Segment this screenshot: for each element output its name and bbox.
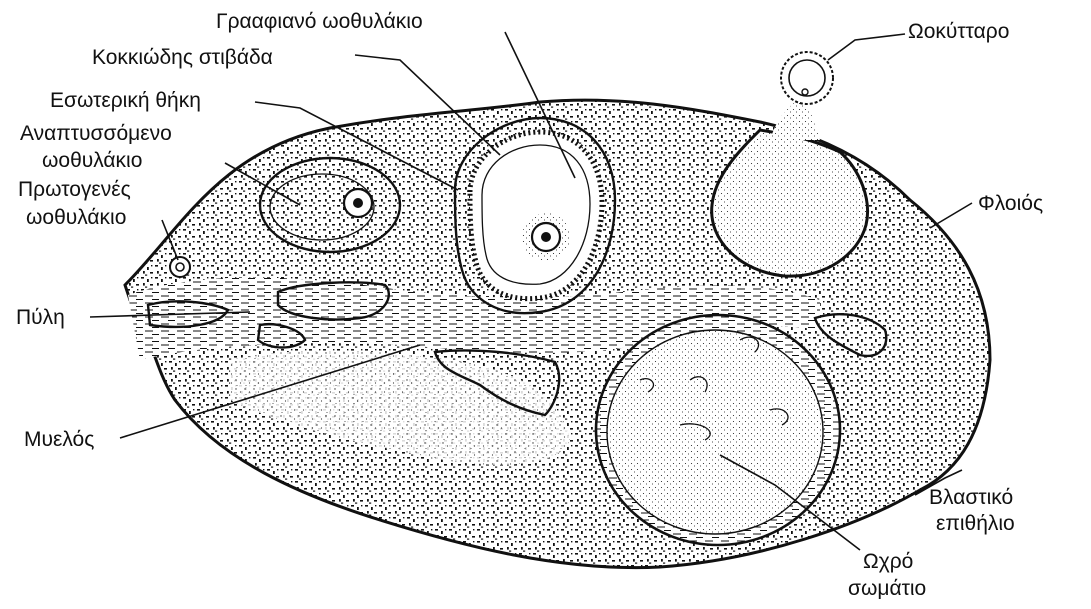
label-corpus-luteum-1: Ωχρό <box>863 550 913 573</box>
graafian-oocyte-nucleus <box>541 232 551 242</box>
label-theca-interna: Εσωτερική θήκη <box>50 89 201 112</box>
label-cortex: Φλοιός <box>978 192 1043 215</box>
primordial-follicle <box>170 257 190 277</box>
label-germinal-epithelium-2: επιθήλιο <box>936 512 1015 535</box>
label-primordial-follicle-1: Πρωτογενές <box>18 178 131 201</box>
ovulation-stream <box>770 102 820 140</box>
label-developing-follicle-1: Αναπτυσσόμενο <box>20 122 172 145</box>
label-developing-follicle-2: ωοθυλάκιο <box>42 149 142 172</box>
label-corpus-luteum-2: σωμάτιο <box>848 577 926 600</box>
label-granulosa: Κοκκιώδης στιβάδα <box>92 46 273 69</box>
developing-follicle-nucleus <box>353 198 363 208</box>
label-graafian-follicle: Γρααφιανό ωοθυλάκιο <box>216 10 423 33</box>
label-medulla: Μυελός <box>24 428 94 451</box>
leader-oocyte <box>828 34 905 60</box>
label-hilum: Πύλη <box>16 306 65 329</box>
corpus-luteum-body <box>607 330 823 534</box>
leader-cortex <box>930 203 972 228</box>
label-oocyte: Ωοκύτταρο <box>908 20 1009 43</box>
label-germinal-epithelium-1: Βλαστικό <box>929 486 1013 509</box>
label-primordial-follicle-2: ωοθυλάκιο <box>26 206 126 229</box>
